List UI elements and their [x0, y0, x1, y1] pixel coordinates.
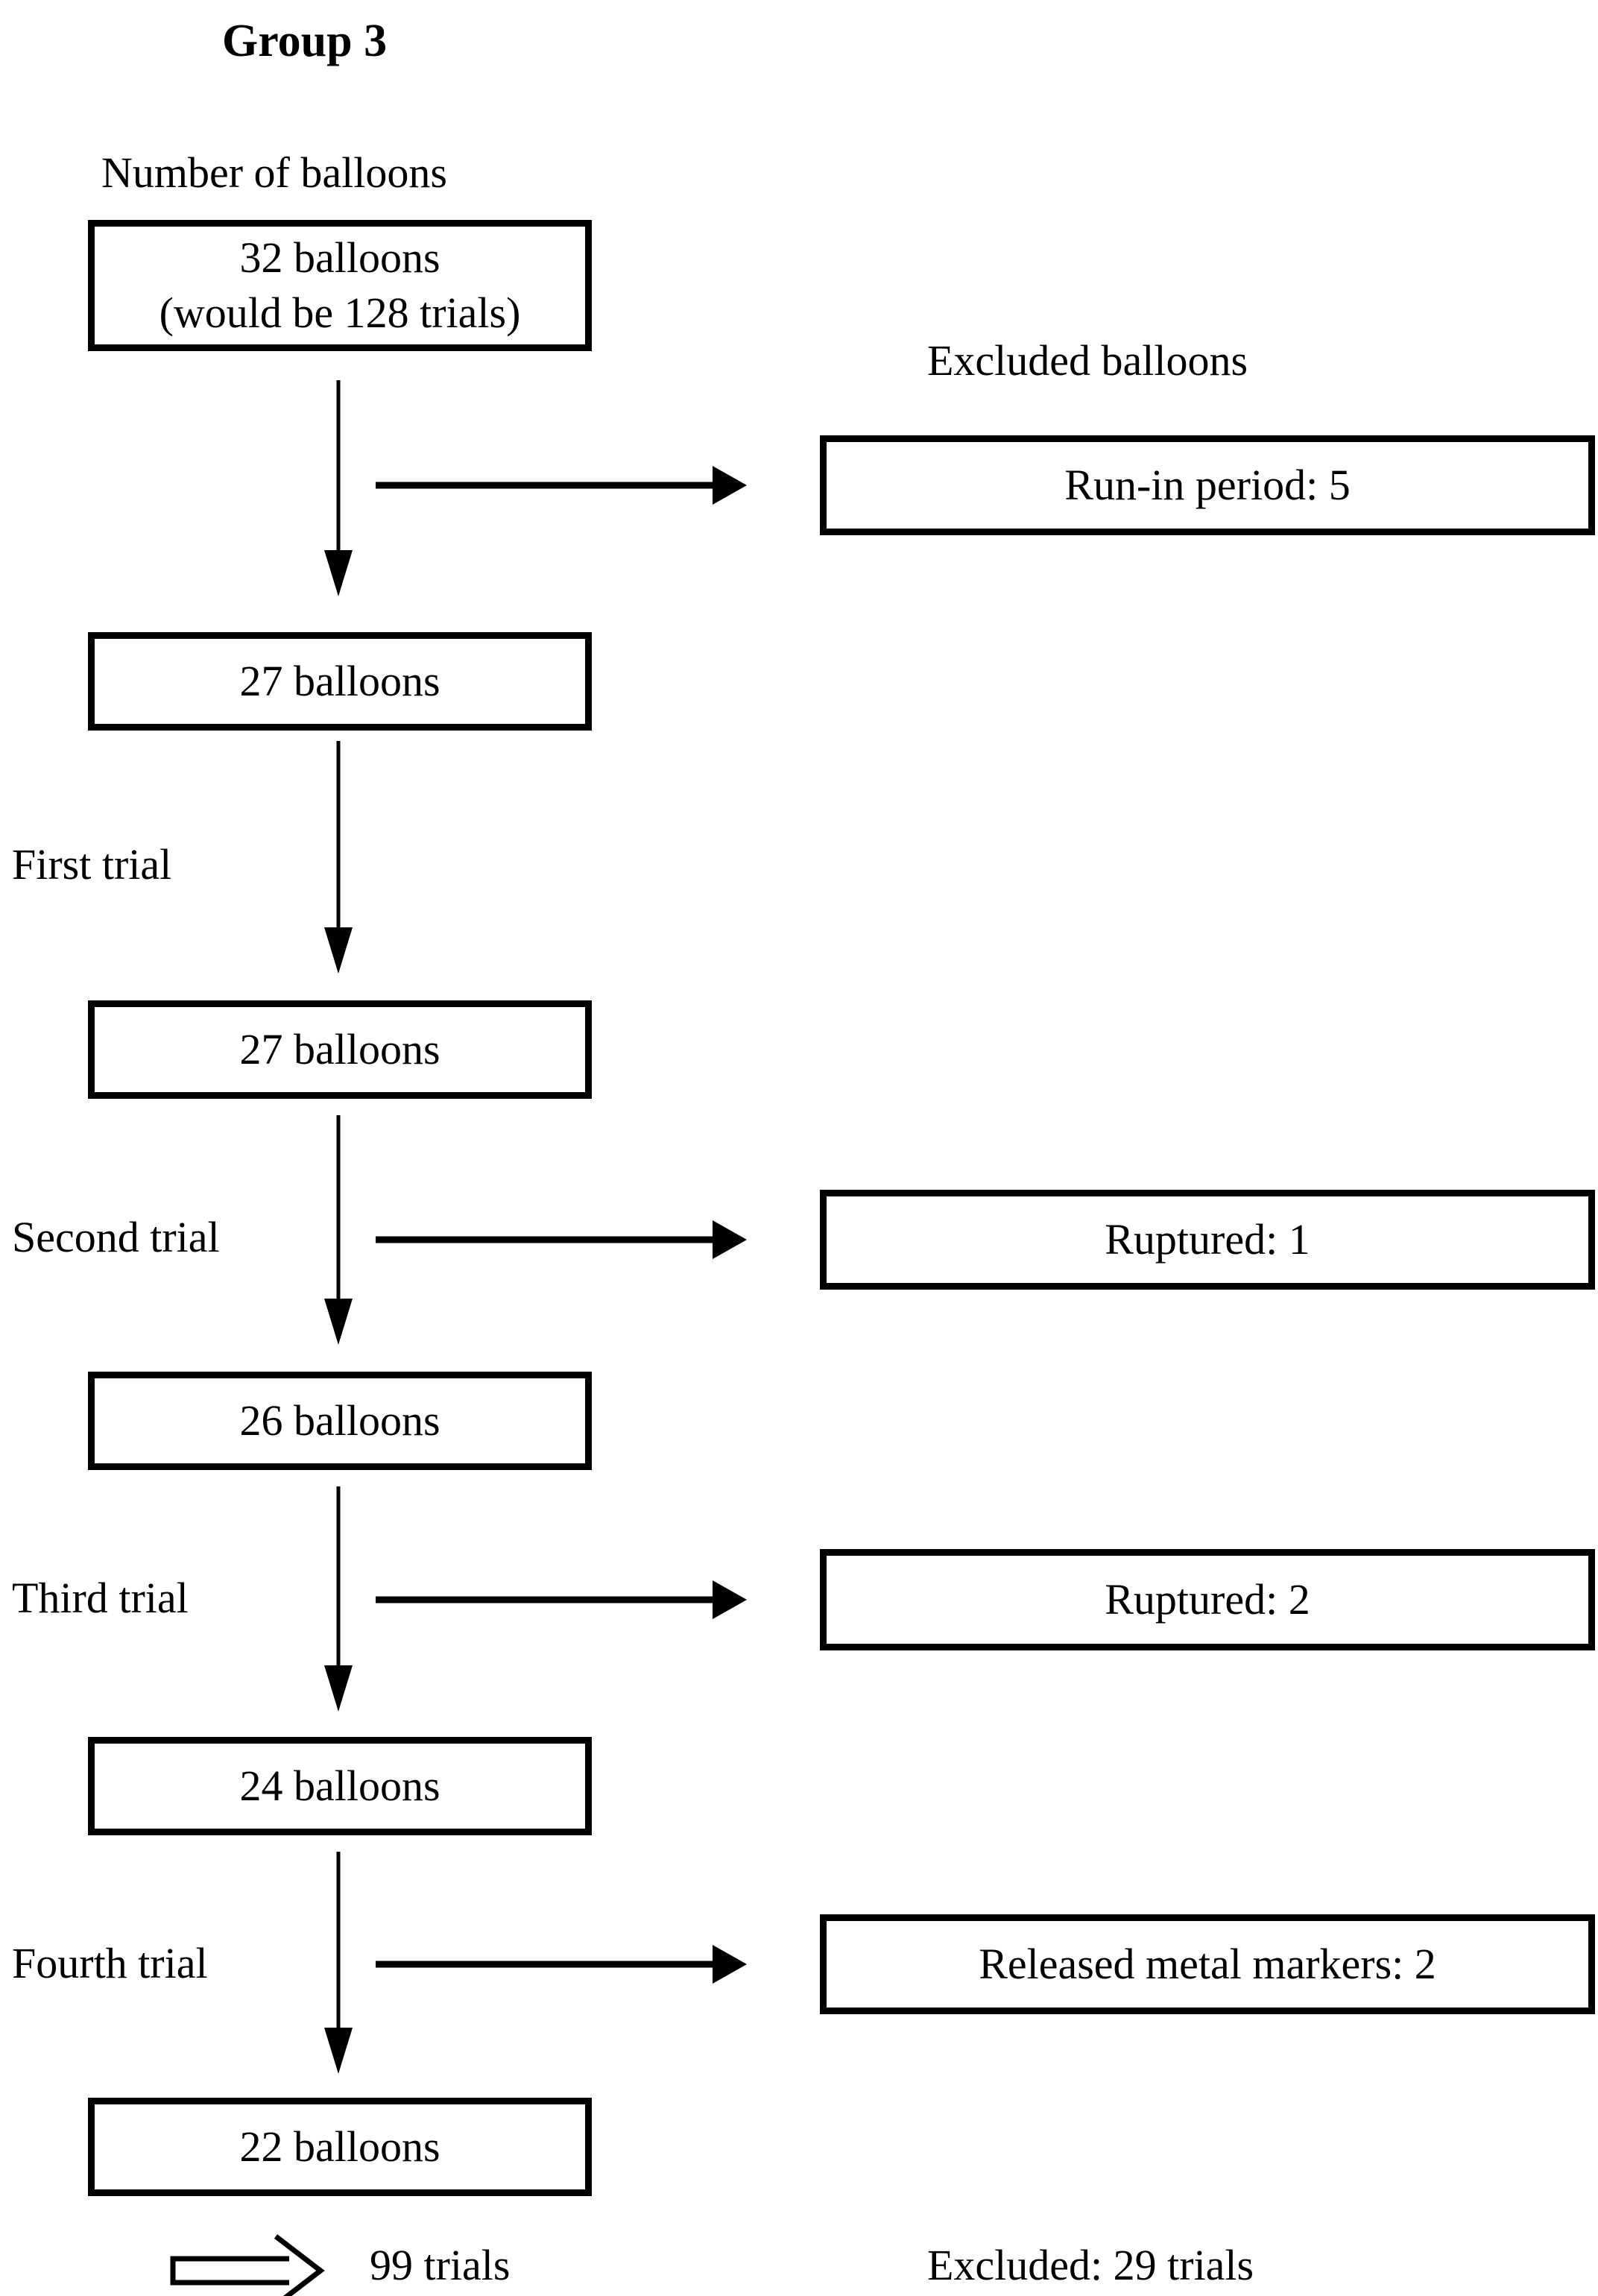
stage-box-after-first-trial: 27 balloons	[88, 1000, 592, 1099]
trial-label-third: Third trial	[12, 1574, 189, 1622]
stage-box-after-second-trial: 26 balloons	[88, 1372, 592, 1470]
stage-box-after-third-trial-label: 24 balloons	[239, 1761, 440, 1810]
right-arrow-2-head	[713, 1220, 747, 1259]
diagram-title: Group 3	[222, 16, 388, 66]
down-arrow-1-head	[324, 550, 353, 596]
stage-box-initial-line1: 32 balloons	[239, 233, 440, 282]
right-arrow-1	[376, 466, 747, 505]
exclusion-box-ruptured-1-label: Ruptured: 1	[1105, 1214, 1310, 1264]
down-arrow-2-head	[324, 927, 353, 974]
trial-label-first: First trial	[12, 840, 172, 889]
trial-label-second: Second trial	[12, 1213, 220, 1261]
down-arrow-4	[324, 1486, 353, 1712]
result-arrow-shaft	[170, 2256, 289, 2286]
right-arrow-4-head	[713, 1945, 747, 1984]
stage-box-initial-line2: (would be 128 trials)	[159, 288, 521, 337]
stage-box-after-first-trial-label: 27 balloons	[239, 1024, 440, 1073]
result-arrow-icon	[170, 2234, 325, 2296]
right-arrow-4	[376, 1945, 747, 1984]
trial-label-fourth: Fourth trial	[12, 1939, 208, 1987]
exclusion-box-runin: Run-in period: 5	[820, 435, 1595, 535]
excluded-trials-total: Excluded: 29 trials	[927, 2241, 1254, 2289]
down-arrow-5-head	[324, 2028, 353, 2074]
left-column-header: Number of balloons	[101, 148, 447, 197]
right-arrow-3-head	[713, 1580, 747, 1619]
exclusion-box-runin-label: Run-in period: 5	[1064, 460, 1351, 509]
included-trials-total: 99 trials	[370, 2241, 511, 2289]
down-arrow-1	[324, 380, 353, 596]
stage-box-after-third-trial: 24 balloons	[88, 1737, 592, 1835]
down-arrow-2	[324, 741, 353, 974]
down-arrow-4-head	[324, 1665, 353, 1712]
right-arrow-3	[376, 1580, 747, 1619]
right-column-header: Excluded balloons	[927, 336, 1248, 385]
down-arrow-3	[324, 1115, 353, 1345]
exclusion-box-metal-markers-label: Released metal markers: 2	[979, 1939, 1436, 1988]
stage-box-after-second-trial-label: 26 balloons	[239, 1395, 440, 1445]
down-arrow-3-head	[324, 1299, 353, 1345]
stage-box-after-runin: 27 balloons	[88, 632, 592, 731]
stage-box-initial: 32 balloons (would be 128 trials)	[88, 220, 592, 351]
stage-box-after-runin-label: 27 balloons	[239, 656, 440, 705]
stage-box-after-fourth-trial-label: 22 balloons	[239, 2122, 440, 2171]
exclusion-box-metal-markers: Released metal markers: 2	[820, 1914, 1595, 2014]
exclusion-box-ruptured-1: Ruptured: 1	[820, 1190, 1595, 1290]
right-arrow-1-head	[713, 466, 747, 505]
right-arrow-2	[376, 1220, 747, 1259]
down-arrow-5	[324, 1852, 353, 2074]
result-arrow-head	[274, 2234, 325, 2296]
exclusion-box-ruptured-2: Ruptured: 2	[820, 1549, 1595, 1650]
exclusion-box-ruptured-2-label: Ruptured: 2	[1105, 1574, 1310, 1624]
stage-box-after-fourth-trial: 22 balloons	[88, 2098, 592, 2196]
